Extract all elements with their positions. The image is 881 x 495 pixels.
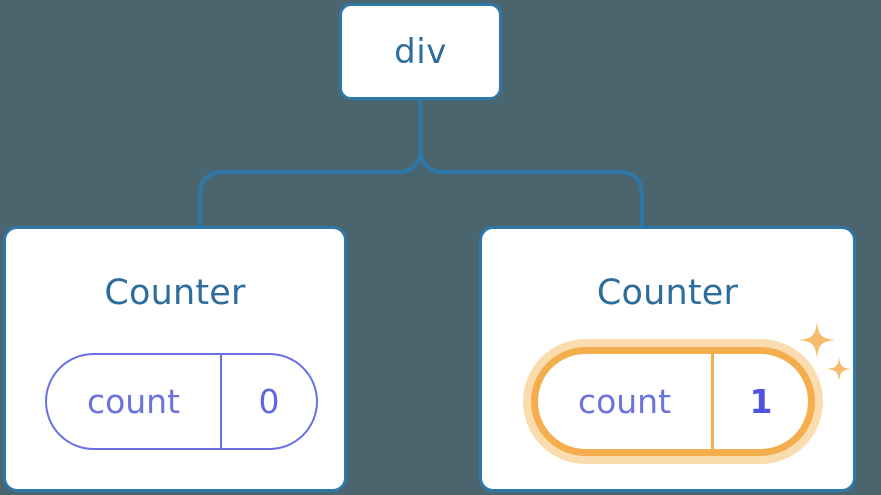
state-key-label: count <box>86 382 181 421</box>
state-pill-key-cell: count <box>538 354 714 449</box>
node-root-div[interactable]: div <box>339 3 502 100</box>
state-pill-value-cell: 0 <box>222 355 316 448</box>
node-counter-left[interactable]: Counter count 0 <box>3 226 347 492</box>
state-key-label: count <box>577 382 672 421</box>
state-pill-body[interactable]: count 1 <box>531 347 815 456</box>
connector-to-right-child <box>418 98 644 230</box>
state-pill-key-cell: count <box>47 355 222 448</box>
state-value-label: 1 <box>749 382 773 421</box>
connector-to-left-child <box>198 98 423 230</box>
state-value-label: 0 <box>258 382 280 421</box>
state-pill-count-left[interactable]: count 0 <box>45 353 318 450</box>
state-pill-count-right-highlighted[interactable]: count 1 <box>523 339 823 464</box>
counter-right-title: Counter <box>596 273 739 313</box>
counter-left-title: Counter <box>104 273 246 313</box>
node-counter-right[interactable]: Counter count 1 <box>479 226 856 492</box>
root-node-label: div <box>394 31 447 72</box>
state-pill-value-cell: 1 <box>714 354 808 449</box>
